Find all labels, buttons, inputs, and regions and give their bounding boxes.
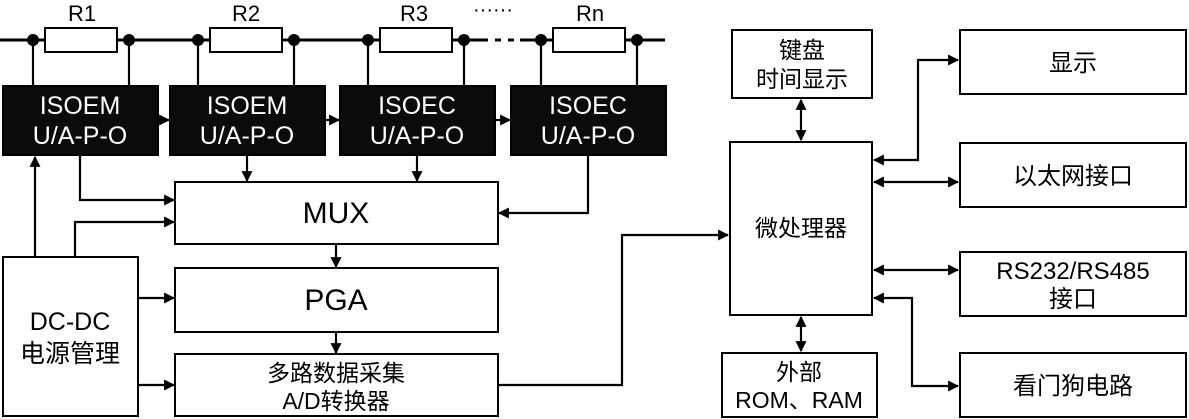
power-block: DC-DC 电源管理 — [2, 256, 139, 417]
module-1-line2: U/A-P-O — [33, 122, 127, 150]
power-line2: 电源管理 — [20, 340, 120, 368]
memory-block: 外部 ROM、RAM — [721, 352, 878, 418]
pga-block: PGA — [174, 267, 499, 333]
ethernet-label: 以太网接口 — [1013, 163, 1133, 190]
watchdog-label: 看门狗电路 — [1013, 373, 1133, 400]
display-label: 显示 — [1049, 50, 1097, 77]
memory-line2: ROM、RAM — [735, 387, 863, 413]
module-1: ISOEM U/A-P-O — [2, 85, 159, 156]
serial-block: RS232/RS485 接口 — [959, 251, 1187, 317]
module1-to-mux-wire — [78, 155, 176, 206]
resistor-label-r3: R3 — [400, 1, 428, 26]
module-1-line1: ISOEM — [40, 92, 121, 120]
resistor-r3 — [379, 27, 453, 53]
watchdog-block: 看门狗电路 — [959, 352, 1187, 418]
resistor-rn — [552, 27, 626, 53]
adc-line2: A/D转换器 — [282, 388, 389, 414]
mux-label: MUX — [303, 197, 370, 230]
ethernet-block: 以太网接口 — [959, 142, 1187, 208]
module4-to-mux-wire — [497, 155, 590, 219]
pga-label: PGA — [304, 284, 367, 317]
adc-block: 多路数据采集 A/D转换器 — [174, 353, 499, 417]
memory-line1: 外部 — [776, 359, 822, 385]
module-2-line1: ISOEM — [207, 92, 288, 120]
resistor-label-r1: R1 — [68, 1, 96, 26]
module-2-line2: U/A-P-O — [200, 122, 294, 150]
power-to-mux-wire — [73, 216, 176, 257]
adc-line1: 多路数据采集 — [267, 360, 405, 386]
keyboard-line2: 时间显示 — [756, 66, 848, 92]
mux-block: MUX — [174, 181, 499, 245]
module-2: ISOEM U/A-P-O — [169, 85, 326, 156]
module-4: ISOEC U/A-P-O — [510, 85, 667, 156]
serial-line2: 接口 — [1049, 286, 1097, 313]
mcu-watchdog-wire — [872, 292, 960, 392]
resistor-r1 — [44, 27, 118, 53]
module-4-line1: ISOEC — [549, 92, 627, 120]
mcu-label: 微处理器 — [755, 215, 847, 241]
module-4-line2: U/A-P-O — [541, 122, 635, 150]
resistor-r2 — [209, 27, 283, 53]
keyboard-block: 键盘 时间显示 — [731, 29, 873, 99]
ellipsis-label: ······ — [473, 0, 513, 21]
resistor-label-rn: Rn — [576, 1, 604, 26]
power-line1: DC-DC — [30, 308, 111, 336]
serial-line1: RS232/RS485 — [996, 258, 1149, 285]
resistor-label-r2: R2 — [232, 1, 260, 26]
mcu-block: 微处理器 — [729, 141, 873, 316]
mcu-display-wire — [872, 54, 960, 166]
resistor-rail: R1 R2 R3 Rn ······ — [0, 0, 665, 86]
keyboard-line1: 键盘 — [779, 37, 825, 63]
module-3-line2: U/A-P-O — [370, 122, 464, 150]
module-3-line1: ISOEC — [378, 92, 456, 120]
module-3: ISOEC U/A-P-O — [339, 85, 496, 156]
adc-to-mcu-wire — [498, 229, 730, 387]
display-block: 显示 — [959, 29, 1187, 95]
